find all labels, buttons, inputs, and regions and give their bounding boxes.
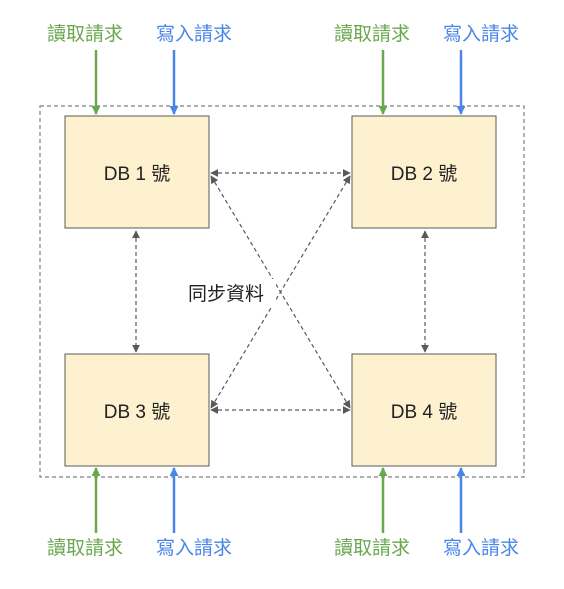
write-request-label-db3: 寫入請求 xyxy=(156,537,232,559)
read-request-label-db1: 讀取請求 xyxy=(47,23,123,45)
read-request-label-db2: 讀取請求 xyxy=(334,23,410,45)
db-node-3: DB 3 號 xyxy=(64,353,210,467)
top-requests: 讀取請求 寫入請求 讀取請求 寫入請求 xyxy=(47,23,519,115)
db-label: DB 2 號 xyxy=(391,163,458,185)
db-box xyxy=(351,353,497,467)
write-request-label-db4: 寫入請求 xyxy=(443,537,519,559)
cluster-boundary xyxy=(39,105,525,478)
sync-edges xyxy=(132,169,429,414)
db-label: DB 3 號 xyxy=(104,401,171,423)
db-box xyxy=(64,115,210,229)
db-box xyxy=(64,353,210,467)
write-request-label-db2: 寫入請求 xyxy=(443,23,519,45)
sync-edge-db2-db3 xyxy=(210,175,351,409)
db-label: DB 1 號 xyxy=(104,163,171,185)
sync-label-backing xyxy=(176,279,276,307)
read-request-label-db4: 讀取請求 xyxy=(334,537,410,559)
db-node-1: DB 1 號 xyxy=(64,115,210,229)
bottom-requests: 讀取請求 寫入請求 讀取請求 寫入請求 xyxy=(47,467,519,559)
db-label: DB 4 號 xyxy=(391,401,458,423)
db-node-4: DB 4 號 xyxy=(351,353,497,467)
write-request-label-db1: 寫入請求 xyxy=(156,23,232,45)
db-box xyxy=(351,115,497,229)
db-node-2: DB 2 號 xyxy=(351,115,497,229)
sync-label: 同步資料 xyxy=(188,283,264,305)
read-request-label-db3: 讀取請求 xyxy=(47,537,123,559)
